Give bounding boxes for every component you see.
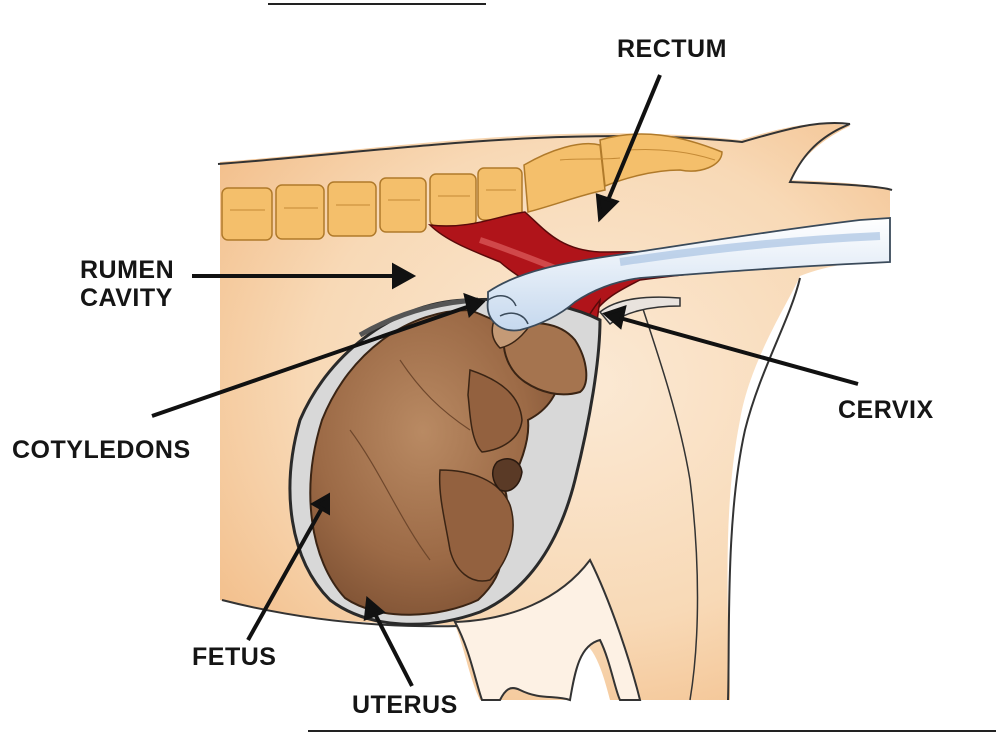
arrow-rectum: [604, 74, 662, 206]
fetus-body-lines: [349, 359, 471, 561]
arm-shadow: [619, 232, 881, 266]
vertebrae-detail: [230, 149, 716, 211]
arm-fingers: [487, 294, 529, 325]
fetus-hind-leg: [438, 469, 514, 582]
label-rumen-line1: RUMEN: [80, 256, 175, 284]
hind-leg-outline: [727, 277, 801, 701]
arrow-fetus: [246, 507, 324, 641]
label-rumen-cavity: RUMEN CAVITY: [80, 256, 174, 312]
label-cervix: CERVIX: [838, 396, 934, 424]
label-cotyledons: COTYLEDONS: [12, 436, 191, 464]
label-rumen-line2: CAVITY: [80, 284, 173, 312]
label-fetus: FETUS: [192, 643, 277, 671]
udder: [453, 558, 642, 702]
arrow-cervix: [619, 316, 859, 386]
tail-outline: [788, 123, 893, 191]
fetus-front-leg: [467, 368, 523, 453]
fetus-hoof: [492, 458, 523, 492]
arm: [486, 217, 891, 332]
label-uterus: UTERUS: [352, 691, 458, 719]
arrow-uterus: [372, 611, 414, 687]
fetus-head: [502, 322, 588, 396]
arrow-cotyledons: [151, 304, 471, 418]
label-rectum: RECTUM: [617, 35, 727, 63]
vertebrae: [221, 133, 723, 241]
belly-outline: [221, 599, 461, 628]
hind-leg-inner-outline: [639, 299, 699, 701]
pointer-arrows: [151, 74, 859, 687]
